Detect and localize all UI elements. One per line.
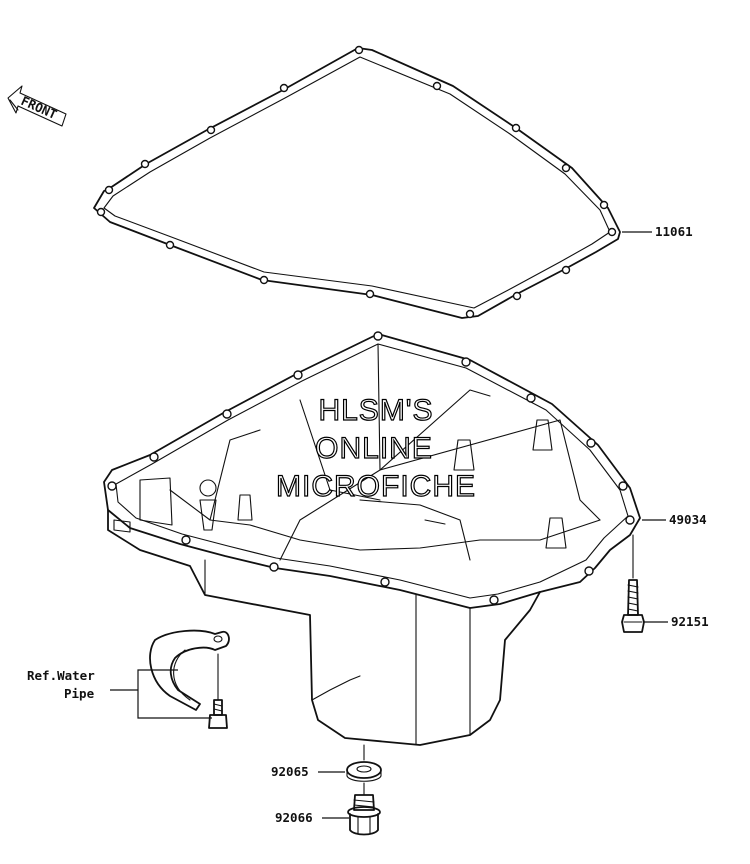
gasket-bolt-hole	[432, 81, 442, 91]
gasket-bolt-hole	[511, 123, 521, 133]
flange-bolt-hole	[461, 357, 471, 367]
flange-bolt-hole	[293, 370, 303, 380]
front-arrow-label: FRONT	[19, 93, 59, 122]
callout-92065: 92065	[271, 764, 309, 779]
drain-plug	[347, 782, 381, 836]
gasket-bolt-hole	[206, 125, 216, 135]
gasket-bolt-hole	[599, 200, 609, 210]
flange-bolt-hole	[618, 481, 628, 491]
gasket-bolt-hole	[96, 207, 106, 217]
callout-92151: 92151	[671, 614, 709, 629]
watermark: HLSM'S ONLINE MICROFICHE	[275, 393, 476, 503]
flange-bolt-hole	[269, 562, 279, 572]
gasket-bolt-hole	[561, 265, 571, 275]
flange-bolt-hole	[489, 595, 499, 605]
flange-bolt-hole	[373, 331, 383, 341]
watermark-line-2: ONLINE	[315, 432, 433, 465]
gasket-bolt-hole	[607, 227, 617, 237]
callout-11061: 11061	[655, 224, 693, 239]
flange-bolt-hole	[181, 535, 191, 545]
gasket-bolt-hole	[259, 275, 269, 285]
oil-pan-gasket	[93, 45, 621, 319]
callout-49034: 49034	[669, 512, 707, 527]
gasket-bolt-hole	[354, 45, 364, 55]
flange-bolt-hole	[584, 566, 594, 576]
water-pipe-clamp	[149, 629, 230, 729]
flange-bolt-hole	[625, 515, 635, 525]
gasket-bolt-hole	[279, 83, 289, 93]
gasket-bolt-hole	[465, 309, 475, 319]
front-arrow-icon: FRONT	[7, 85, 67, 127]
flange-bolt-hole	[107, 481, 117, 491]
gasket-bolt-hole	[512, 291, 522, 301]
flange-bolt-hole	[222, 409, 232, 419]
watermark-line-1: HLSM'S	[318, 394, 433, 427]
watermark-line-3: MICROFICHE	[276, 470, 476, 503]
flange-bolt-hole	[149, 452, 159, 462]
oil-pan	[103, 331, 641, 746]
gasket-bolt-hole	[104, 185, 114, 195]
gasket-bolt-hole	[165, 240, 175, 250]
flange-bolt-hole	[586, 438, 596, 448]
leader-line-ref-pipe	[110, 669, 212, 719]
oil-pan-bolt	[621, 534, 645, 633]
flange-bolt-hole	[526, 393, 536, 403]
drain-washer	[346, 744, 382, 782]
gasket-bolt-hole	[365, 289, 375, 299]
gasket-bolt-hole	[140, 159, 150, 169]
callout-ref-pipe: Pipe	[64, 686, 95, 701]
callout-ref-water: Ref.Water	[27, 668, 95, 683]
callout-92066: 92066	[275, 810, 313, 825]
gasket-bolt-hole	[561, 163, 571, 173]
flange-bolt-hole	[380, 577, 390, 587]
